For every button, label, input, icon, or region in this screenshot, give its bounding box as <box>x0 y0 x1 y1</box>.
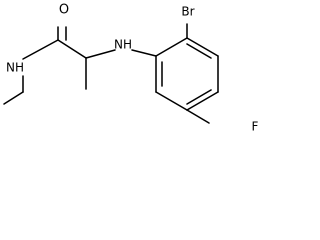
molecule-diagram: O NH NH Br F <box>3 3 259 134</box>
carbonyl-carbon-to-alpha-carbon-bond <box>57 39 87 59</box>
ring-bond-1 <box>155 37 188 57</box>
amide-nitrogen-h-label: NH <box>6 61 24 75</box>
oxygen-atom-label: O <box>59 3 69 18</box>
fluorine-atom-label: F <box>252 120 259 134</box>
ring-inner-double-bond-2 <box>186 43 212 59</box>
ring-bond-2 <box>186 37 219 57</box>
ring-bond-5 <box>155 91 188 111</box>
bromine-atom-label: Br <box>181 5 194 19</box>
methyl-carbon-bond <box>3 91 24 105</box>
amine-nitrogen-h-label: NH <box>114 38 132 52</box>
ring-to-fluorine-bond <box>186 109 210 124</box>
ring-inner-double-bond-3 <box>186 89 212 105</box>
alpha-carbon-to-amine-nitrogen-bond <box>85 49 116 59</box>
chemical-structure-canvas: O NH NH Br F <box>0 0 266 136</box>
carbonyl-carbon-to-amide-nitrogen-bond <box>22 39 59 60</box>
ring-bond-4 <box>186 91 219 111</box>
amine-nitrogen-to-aryl-bond <box>131 49 157 57</box>
